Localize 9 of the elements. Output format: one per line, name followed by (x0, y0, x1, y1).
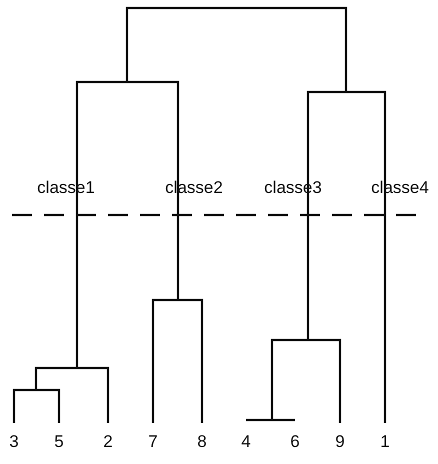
leaf-label: 5 (54, 432, 64, 452)
leaf-label: 8 (197, 432, 207, 452)
leaf-label: 7 (148, 432, 158, 452)
leaf-label: 2 (103, 432, 113, 452)
leaf-label: 1 (380, 432, 390, 452)
leaf-label: 6 (290, 432, 300, 452)
leaf-label: 4 (241, 432, 251, 452)
leaf-label: 3 (9, 432, 19, 452)
leaf-label: 9 (335, 432, 345, 452)
